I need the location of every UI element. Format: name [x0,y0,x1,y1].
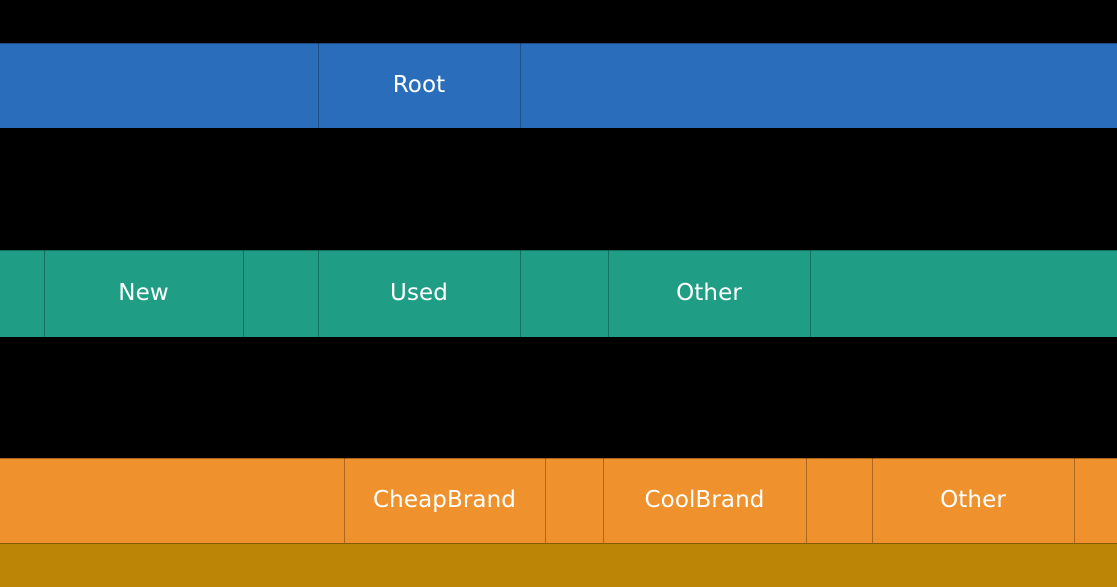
icicle-sector-label: Other [676,280,742,306]
icicle-sector[interactable] [0,458,344,543]
icicle-sector-label: CoolBrand [644,487,765,513]
icicle-sector-label: Other [940,487,1006,513]
icicle-sector-label: New [118,280,169,306]
icicle-sector-other[interactable]: Other [608,250,810,337]
icicle-sector[interactable] [1074,458,1117,543]
icicle-sector-root[interactable]: Root [318,43,520,128]
icicle-sector[interactable] [243,250,318,337]
icicle-sector-cheapbrand[interactable]: CheapBrand [344,458,545,543]
icicle-sector-new[interactable]: New [44,250,243,337]
icicle-sector[interactable] [520,250,608,337]
icicle-sector[interactable] [520,43,1117,128]
icicle-level-brand: CheapBrand CoolBrand Other [0,458,1117,543]
icicle-level-root: Root [0,43,1117,128]
icicle-sector-label: CheapBrand [373,487,516,513]
icicle-sector-label: Root [392,72,446,98]
icicle-sector[interactable] [806,458,872,543]
icicle-sector[interactable] [0,250,44,337]
icicle-sector-coolbrand[interactable]: CoolBrand [603,458,806,543]
icicle-sector-used[interactable]: Used [318,250,520,337]
icicle-sector-other[interactable]: Other [872,458,1074,543]
icicle-sector[interactable] [0,43,318,128]
icicle-sector[interactable] [810,250,1117,337]
icicle-level-condition: New Used Other [0,250,1117,337]
icicle-level-leaf [0,543,1117,587]
icicle-sector-label: Used [390,280,448,306]
icicle-sector[interactable] [0,543,1117,587]
icicle-sector[interactable] [545,458,603,543]
